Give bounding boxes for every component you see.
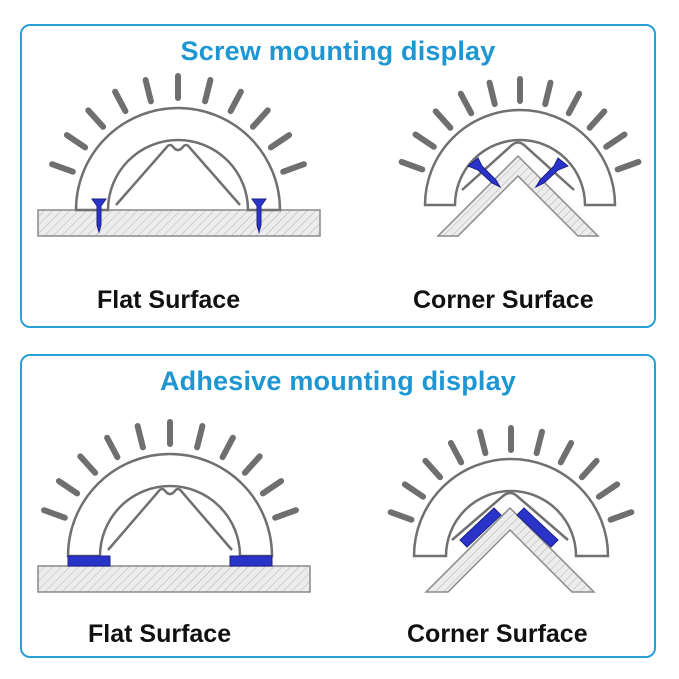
bristle: [401, 481, 427, 500]
screw-panel-title: Screw mounting display: [180, 36, 496, 66]
corner-surface: [436, 154, 600, 237]
bristle: [267, 132, 293, 151]
mount-inner-spring: [107, 487, 233, 551]
bristle: [280, 161, 307, 175]
bristle: [112, 88, 129, 115]
bristle: [202, 77, 214, 105]
mount-body: [74, 106, 282, 212]
adhesive-flat-illustration: [37, 419, 311, 593]
bristle: [614, 158, 642, 173]
bristle: [55, 478, 81, 497]
bristle: [41, 507, 68, 521]
caption-screw-flat: Flat Surface: [97, 286, 241, 314]
bristle: [565, 90, 583, 117]
bristle: [194, 423, 206, 451]
bristle: [603, 131, 628, 150]
bristle: [586, 108, 608, 131]
bristle: [219, 434, 236, 461]
caption-adhesive-corner: Corner Surface: [407, 620, 588, 648]
bristle: [134, 423, 146, 451]
bristle: [77, 453, 99, 476]
adhesive-panel-title: Adhesive mounting display: [159, 366, 517, 396]
mount-body: [412, 457, 610, 558]
bristle: [457, 90, 475, 117]
mount-inner-spring: [451, 491, 569, 541]
bristle: [578, 457, 600, 481]
bristle: [249, 107, 271, 130]
corner-surface: [424, 506, 596, 593]
caption-screw-corner: Corner Surface: [413, 286, 594, 314]
flat-surface: [37, 565, 311, 593]
adhesive-tape-icon: [459, 507, 559, 548]
bristle: [272, 507, 299, 521]
bristles: [49, 73, 307, 175]
bristle: [542, 79, 554, 108]
bristle: [63, 132, 89, 151]
screw-icon: [91, 198, 267, 234]
bristle: [104, 434, 121, 461]
adhesive-tape-icon: [67, 555, 273, 567]
bristles: [398, 76, 642, 173]
bristle: [595, 481, 621, 500]
bristle: [422, 457, 444, 481]
adhesive-corner-illustration: [387, 425, 635, 593]
screw-corner-illustration: [398, 76, 642, 237]
caption-adhesive-flat: Flat Surface: [88, 620, 232, 648]
mount-body: [66, 452, 274, 558]
bristle: [486, 79, 498, 108]
mount-body: [423, 108, 617, 207]
bristle: [259, 478, 285, 497]
bristle: [447, 440, 465, 466]
adhesive-mounting-panel: Adhesive mounting display: [20, 354, 656, 658]
bristle: [142, 77, 154, 105]
bristle: [432, 108, 454, 131]
bristle: [477, 428, 489, 457]
bristles: [387, 425, 635, 523]
bristle: [85, 107, 107, 130]
screw-flat-illustration: [37, 73, 321, 237]
bristle: [533, 428, 545, 457]
bristle: [387, 509, 415, 523]
bristle: [557, 440, 575, 466]
bristle: [49, 161, 76, 175]
bristle: [241, 453, 263, 476]
flat-surface: [37, 209, 321, 237]
mount-inner-spring: [115, 143, 241, 206]
bristle: [398, 158, 426, 173]
bristle: [412, 131, 437, 150]
screw-icon: [467, 157, 569, 189]
bristles: [41, 419, 299, 521]
mount-inner-spring: [461, 141, 575, 191]
bristle: [227, 88, 244, 115]
bristle: [607, 509, 635, 523]
